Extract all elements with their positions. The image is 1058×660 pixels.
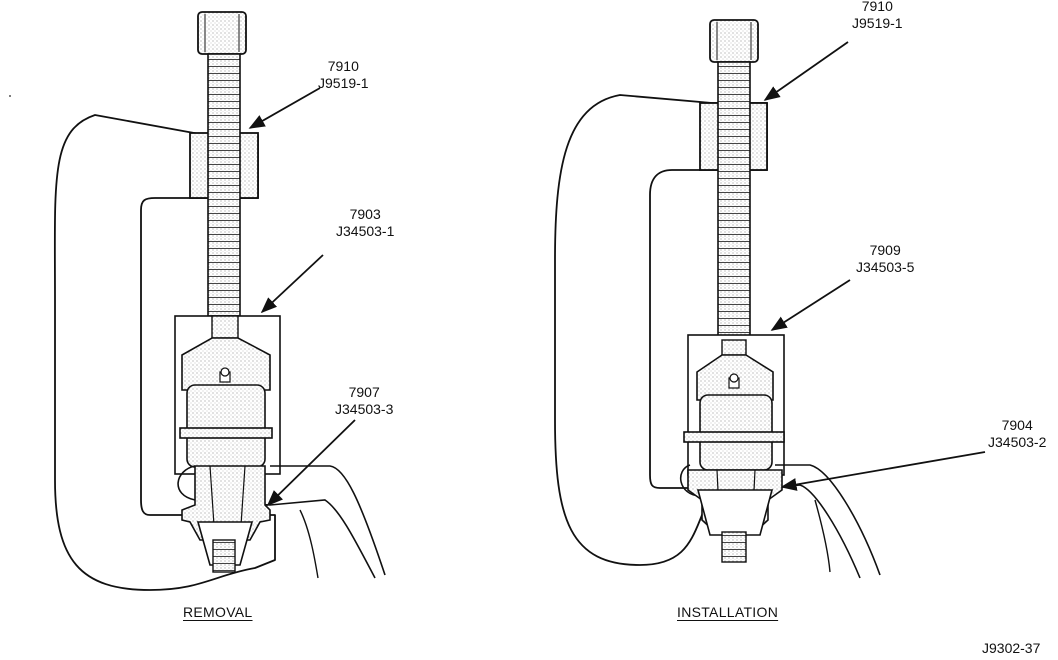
installation-c-clamp-frame	[554, 94, 768, 566]
label-line1: 7910	[861, 0, 893, 14]
installation-leader-7910	[763, 41, 849, 101]
installation-leader-7909	[770, 279, 851, 331]
label-line2: J34503-3	[335, 401, 394, 417]
removal-label-7903: 7903 J34503-1	[336, 206, 394, 240]
installation-leader-7904	[780, 451, 986, 491]
removal-label-7910: 7910 J9519-1	[318, 58, 369, 92]
installation-control-arm	[679, 464, 861, 579]
removal-label-7907: 7907 J34503-3	[335, 384, 393, 418]
label-line1: 7907	[348, 384, 380, 400]
removal-assembly	[53, 11, 386, 591]
installation-assembly	[554, 19, 986, 579]
label-line2: J34503-2	[988, 434, 1047, 450]
removal-stud-thread	[212, 539, 236, 573]
installation-caption: INSTALLATION	[677, 604, 779, 620]
installation-label-7904: 7904 J34503-2	[988, 417, 1046, 451]
removal-ball-joint-body	[186, 384, 266, 468]
removal-leader-7910	[248, 87, 321, 129]
removal-leader-7903	[260, 254, 324, 314]
removal-cone	[181, 337, 271, 391]
label-line2: J9519-1	[318, 75, 369, 91]
figure-id: J9302-37	[982, 640, 1041, 656]
label-line1: 7903	[349, 206, 381, 222]
installation-label-7909: 7909 J34503-5	[856, 242, 914, 276]
installation-label-7910: 7910 J9519-1	[852, 0, 903, 32]
label-line1: 7909	[869, 242, 901, 258]
removal-threaded-screw	[207, 53, 241, 317]
removal-caption: REMOVAL	[183, 604, 253, 620]
label-line2: J9519-1	[852, 15, 903, 31]
removal-control-arm	[177, 465, 376, 579]
label-line2: J34503-1	[336, 223, 395, 239]
label-line1: 7904	[1001, 417, 1033, 433]
installation-stud-thread	[721, 531, 747, 563]
label-line2: J34503-5	[856, 259, 915, 275]
removal-c-clamp-frame	[53, 114, 276, 591]
removal-leader-7907	[266, 419, 356, 507]
installation-threaded-screw	[717, 61, 751, 341]
label-line1: 7910	[327, 58, 359, 74]
